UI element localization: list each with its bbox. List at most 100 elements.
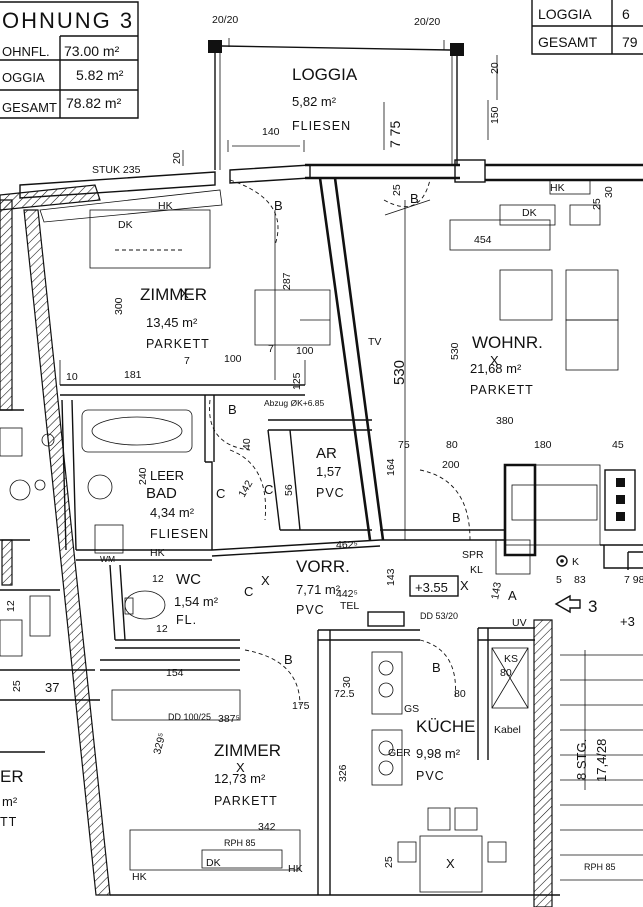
walls: [0, 159, 643, 907]
dimension: 100: [224, 353, 242, 365]
dimension: 45: [612, 439, 624, 451]
room-name: WOHNR.: [472, 333, 543, 352]
dimension: 7: [268, 343, 274, 355]
dimension: 140: [262, 126, 280, 138]
dimension: 442⁵: [336, 588, 358, 600]
room-material: PVC: [416, 769, 445, 783]
center-mark: X: [180, 286, 189, 301]
annotation: DK: [206, 857, 221, 869]
room-material: FLIESEN: [150, 527, 209, 541]
dimension: 80: [454, 688, 466, 700]
room-name: ZIMMER: [214, 741, 281, 760]
room-name: WC: [176, 571, 201, 588]
room-name: ER: [0, 767, 24, 786]
room-area: 12,73 m²: [214, 771, 266, 786]
summary-label: LOGGIA: [538, 6, 592, 22]
dimension: 530: [449, 342, 461, 360]
dimension: 12: [156, 623, 168, 635]
room-area: m²: [2, 794, 18, 809]
room-area: 1,54 m²: [174, 594, 219, 609]
dimension: 7 98: [624, 574, 643, 586]
dimension: 300: [113, 297, 125, 315]
summary-label: GESAMT: [2, 100, 57, 115]
summary-title: OHNUNG 3: [2, 8, 134, 33]
room-area: 1,57: [316, 464, 341, 479]
dimension: 30: [603, 186, 615, 198]
annotation: WM: [100, 554, 115, 564]
annotation: GS: [404, 703, 419, 715]
room-name: ZIMMER: [140, 285, 207, 304]
dimension: 462⁵: [336, 539, 358, 551]
center-mark: X: [236, 760, 245, 775]
dimension: 56: [283, 484, 295, 496]
fixtures: [39, 179, 619, 893]
room-area: 9,98 m²: [416, 746, 461, 761]
dimension: 380: [496, 415, 514, 427]
room-material: FLIESEN: [292, 119, 351, 133]
dimension: 240: [137, 467, 149, 485]
dimension: 150: [489, 106, 501, 124]
room-material: TT: [0, 815, 17, 829]
annotations: STUK 235 HK DK HK DK B B B C C C B B B A…: [92, 164, 635, 883]
annotation: TEL: [340, 600, 359, 612]
door-label: B: [410, 191, 419, 206]
door-label: C: [264, 482, 273, 497]
dimension: 10: [66, 371, 78, 383]
room-area: 7,71 m²: [296, 582, 341, 597]
dimension: 154: [166, 667, 184, 679]
room-name: LOGGIA: [292, 65, 358, 84]
dimension: 25: [591, 198, 603, 210]
annotation: Abzug ØK+6.85: [264, 398, 325, 408]
dimension: 143: [385, 568, 397, 586]
summary-label: OHNFL.: [2, 44, 50, 59]
summary-table-left: OHNUNG 3 OHNFL. 73.00 m² OGGIA 5.82 m² G…: [0, 1, 139, 119]
annotation: TV: [368, 336, 381, 348]
dimension: 164: [385, 458, 397, 476]
room-material: FL.: [176, 613, 197, 627]
dimension: 326: [337, 764, 349, 782]
room-area: 21,68 m²: [470, 361, 522, 376]
room-material: PVC: [296, 603, 325, 617]
room-labels: ZIMMER 13,45 m² PARKETT WOHNR. 21,68 m² …: [0, 285, 543, 829]
annotation: HK: [550, 182, 565, 194]
room-material: PARKETT: [146, 337, 210, 351]
annotation: RPH 85: [584, 862, 616, 872]
dimensions: 25 25 30 454 300 287 530 530 10 181 7 10…: [5, 184, 643, 868]
door-label: B: [432, 660, 441, 675]
room-area: 4,34 m²: [150, 505, 195, 520]
level-label: +3.55: [415, 580, 448, 595]
stair-label: 17,4/28: [594, 739, 609, 782]
annotation: RPH 85: [224, 838, 256, 848]
dimension: 72.5: [334, 688, 355, 700]
summary-value: 73.00 m²: [64, 43, 120, 59]
dimension: 25: [391, 184, 403, 196]
summary-value: 6: [622, 6, 630, 22]
room-material: PARKETT: [470, 383, 534, 397]
annotation: KS: [504, 653, 518, 665]
dimension: 175: [292, 700, 310, 712]
annotation: STUK 235: [92, 164, 141, 176]
room-name: KÜCHE: [416, 717, 476, 736]
annotation: DD 100/25: [168, 712, 211, 722]
annotation: DD 53/20: [420, 611, 458, 621]
dimension: 287: [281, 272, 293, 290]
dimension: 37: [45, 680, 59, 695]
room-name: BAD: [146, 485, 177, 502]
summary-value: 5.82 m²: [76, 67, 124, 83]
stair-label: 8 STG.: [574, 739, 589, 780]
dimension: 40: [241, 438, 253, 450]
column-label: 20/20: [414, 16, 440, 28]
door-label: B: [274, 198, 283, 213]
entrance-label: +3: [620, 614, 635, 629]
dimension: 25: [11, 680, 23, 692]
door-label: C: [244, 584, 253, 599]
dimension: 20: [171, 152, 183, 164]
annotation: HK: [150, 547, 165, 559]
center-mark: X: [460, 578, 469, 593]
annotation: HK: [288, 863, 303, 875]
dimension: 30: [341, 676, 353, 688]
annotation: KL: [470, 564, 483, 576]
annotation: HK: [158, 200, 173, 212]
annotation: Kabel: [494, 724, 521, 736]
